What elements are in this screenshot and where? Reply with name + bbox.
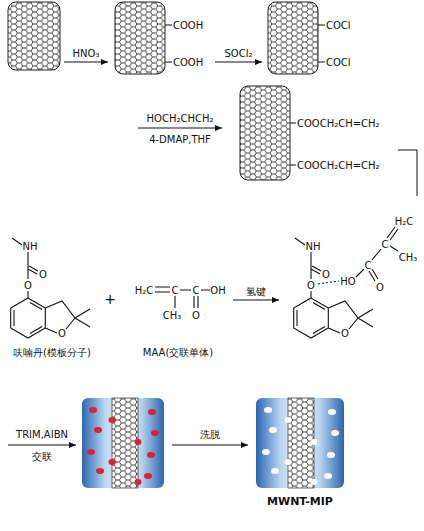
carbofuran-skeleton — [11, 238, 90, 338]
atom-label: NH — [23, 241, 38, 252]
atom-label: O — [376, 282, 384, 293]
atom-label: OH — [210, 285, 225, 296]
atom-label: CH₃ — [399, 252, 418, 263]
reaction-arrow — [64, 62, 108, 63]
substituent-label: COCl — [326, 20, 351, 31]
reagent-label: 氢键 — [246, 285, 266, 296]
atom-label: C — [172, 285, 179, 296]
substituent-label: COOH — [173, 57, 203, 68]
reaction-arrow — [138, 128, 222, 129]
reaction-arrow — [215, 62, 262, 63]
imprinted-polymer: MWNT-MIP — [252, 396, 348, 514]
substituent-label: COOH — [173, 20, 203, 31]
molecule-name: 呋喃丹(模板分子) — [13, 347, 91, 358]
maa-skeleton — [155, 287, 210, 308]
atom-label: H₂C — [395, 216, 414, 227]
atom-label: O — [307, 280, 315, 291]
atom-label: O — [322, 269, 330, 280]
reaction-arrow — [233, 299, 279, 300]
monomer-molecule: H₂C C C OH CH₃ O MAA(交联单体) — [125, 270, 230, 365]
reaction-arrow — [172, 445, 248, 446]
nanotube — [268, 2, 318, 74]
plus-sign: + — [104, 292, 116, 307]
nanotube — [240, 86, 290, 180]
substituent-label: COOCH₂CH=CH₂ — [297, 160, 380, 171]
substituent-label: COOCH₂CH=CH₂ — [297, 118, 380, 129]
atom-label: O — [39, 269, 47, 280]
atom-label: C — [382, 239, 389, 250]
condition-label: 交联 — [32, 451, 52, 462]
hydrogen-bond-complex: NHOOOHOCOCH₂CCH₃ — [282, 195, 422, 355]
molecule-name: MAA(交联单体) — [143, 347, 213, 358]
product-name: MWNT-MIP — [267, 496, 333, 508]
carbofuran-skeleton — [294, 238, 373, 338]
atom-label: O — [58, 328, 66, 339]
condition-label: 洗脱 — [200, 429, 220, 440]
atom-label: H₂C — [135, 285, 154, 296]
template-molecule: NHOOO呋喃丹(模板分子) — [2, 232, 112, 362]
atom-label: C — [193, 285, 200, 296]
polymer-box — [82, 398, 164, 488]
nanotube — [112, 398, 138, 488]
nanotube-allyl-ester: COOCH₂CH=CH₂ COOCH₂CH=CH₂ — [237, 84, 417, 184]
atom-label: O — [341, 328, 349, 339]
maa-skeleton — [356, 227, 398, 281]
nanotube — [115, 2, 165, 74]
reagent-label: 4-DMAP,THF — [149, 134, 211, 145]
atom-label: NH — [306, 241, 321, 252]
reagent-label: HOCH₂CHCH₂ — [147, 113, 214, 124]
hydrogen-bond — [318, 281, 339, 284]
nanotube-acid: COOH COOH — [112, 0, 212, 80]
template-dots — [87, 407, 159, 485]
nanotube — [288, 398, 314, 488]
cavity-dots — [262, 407, 339, 485]
reagent-label: HNO₃ — [73, 48, 100, 59]
bracket — [398, 150, 417, 196]
reagent-label: TRIM,AIBN — [16, 429, 68, 440]
atom-label: CH₃ — [163, 310, 182, 321]
polymer-box — [256, 398, 344, 488]
atom-label: C — [365, 260, 372, 271]
atom-label: O — [192, 310, 200, 321]
atom-label: HO — [340, 276, 355, 287]
atom-label: O — [24, 280, 32, 291]
reagent-label: SOCl₂ — [225, 48, 253, 59]
nanotube — [8, 2, 60, 70]
nanotube-acyl-chloride: COClCOCl — [265, 0, 365, 80]
reaction-arrow — [8, 445, 76, 446]
substituent-label: COCl — [326, 57, 351, 68]
